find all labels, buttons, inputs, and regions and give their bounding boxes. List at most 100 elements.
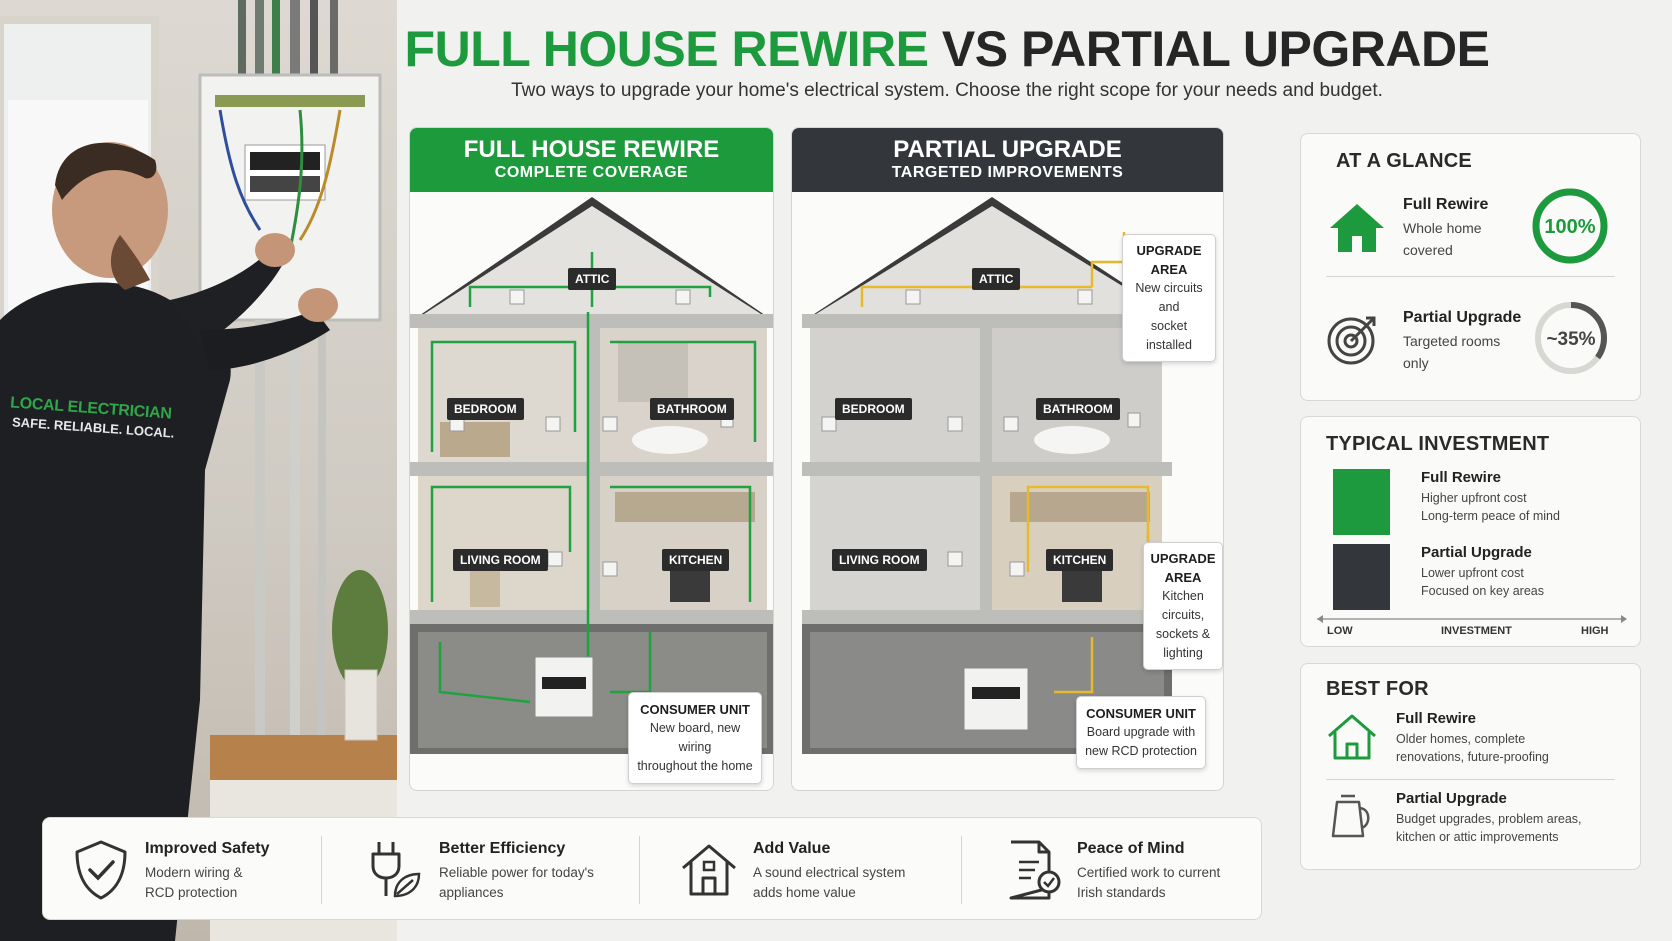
feature-separator [321, 836, 322, 904]
full-investment-swatch [1333, 469, 1390, 535]
full-rewire-panel-subtitle: COMPLETE COVERAGE [494, 164, 689, 181]
partial-coverage-percent: ~35% [1546, 329, 1595, 350]
upgrade2-title: UPGRADE AREA [1150, 551, 1216, 585]
certified-document-icon [1009, 840, 1061, 900]
part-room-bathroom-label: BATHROOM [1036, 398, 1120, 420]
invest-full-title: Full Rewire [1421, 469, 1502, 486]
invest-full-line1: Higher upfront cost [1421, 491, 1527, 505]
feature-separator [639, 836, 640, 904]
glance-part-line1: Targeted rooms [1403, 333, 1501, 349]
feature-improved-safety: Improved Safety Modern wiring &RCD prote… [71, 818, 341, 921]
best-part-line2: kitchen or attic improvements [1396, 830, 1559, 844]
best-part-line1: Budget upgrades, problem areas, [1396, 812, 1582, 826]
full-cu-callout-line1: New board, new wiring [649, 721, 741, 754]
best-for-card: BEST FOR Full Rewire Older homes, comple… [1300, 663, 1641, 870]
title-vs: VS [941, 21, 1008, 77]
upgrade2-line2: sockets & lighting [1155, 627, 1211, 660]
full-coverage-ring: 100% [1532, 188, 1608, 264]
glance-divider [1326, 276, 1615, 277]
full-room-kitchen-label: KITCHEN [662, 549, 730, 571]
title-partial-upgrade: PARTIAL UPGRADE [1020, 21, 1490, 77]
part-room-attic-label: ATTIC [972, 268, 1021, 290]
target-icon [1327, 316, 1376, 365]
plug-leaf-icon [371, 842, 421, 898]
part-cu-callout-line1: Board upgrade with [1086, 725, 1196, 739]
invest-part-title: Partial Upgrade [1421, 544, 1532, 561]
full-coverage-percent: 100% [1544, 216, 1595, 238]
house-icon [1330, 204, 1384, 252]
electrician-photo: LOCAL ELECTRICIAN SAFE. RELIABLE. LOCAL. [0, 0, 397, 941]
full-room-living-label: LIVING ROOM [453, 549, 548, 571]
partial-consumer-unit-callout: CONSUMER UNIT Board upgrade with new RCD… [1076, 696, 1206, 769]
axis-high-label: HIGH [1581, 625, 1609, 637]
investment-axis [1317, 615, 1627, 623]
axis-low-label: LOW [1327, 625, 1353, 637]
full-room-attic-label: ATTIC [568, 268, 617, 290]
full-cu-callout-line2: throughout the home [637, 759, 753, 773]
full-room-bedroom-label: BEDROOM [447, 398, 524, 420]
partial-coverage-ring: ~35% [1535, 302, 1607, 374]
partial-upgrade-header: PARTIAL UPGRADE TARGETED IMPROVEMENTS [792, 128, 1223, 192]
best-full-title: Full Rewire [1396, 710, 1477, 727]
feature-title: Improved Safety [145, 840, 270, 857]
full-consumer-unit-callout: CONSUMER UNIT New board, new wiring thro… [628, 692, 762, 784]
upgrade1-line1: New circuits and [1135, 281, 1203, 314]
part-cu-callout-title: CONSUMER UNIT [1086, 706, 1196, 721]
invest-part-line1: Lower upfront cost [1421, 566, 1524, 580]
glance-full-title: Full Rewire [1403, 196, 1489, 213]
full-rewire-header: FULL HOUSE REWIRE COMPLETE COVERAGE [410, 128, 773, 192]
at-a-glance-card: AT A GLANCE Full Rewire Whole home cover… [1300, 133, 1641, 401]
feature-title: Add Value [753, 840, 831, 857]
glance-title: AT A GLANCE [1336, 150, 1472, 172]
invest-part-line2: Focused on key areas [1421, 584, 1544, 598]
invest-title: TYPICAL INVESTMENT [1326, 433, 1550, 455]
benefits-bar: Improved Safety Modern wiring &RCD prote… [42, 817, 1262, 920]
upgrade1-title: UPGRADE AREA [1136, 243, 1202, 277]
invest-full-line2: Long-term peace of mind [1421, 509, 1560, 523]
glance-full-line2: covered [1403, 242, 1453, 258]
upgrade1-line2: socket installed [1146, 319, 1192, 352]
title-full-rewire: FULL HOUSE REWIRE [404, 21, 929, 77]
typical-investment-card: TYPICAL INVESTMENT Full Rewire Higher up… [1300, 416, 1641, 647]
feature-title: Better Efficiency [439, 840, 566, 857]
part-room-bedroom-label: BEDROOM [835, 398, 912, 420]
glance-part-line2: only [1403, 355, 1429, 371]
partial-investment-swatch [1333, 544, 1390, 610]
part-cu-callout-line2: new RCD protection [1085, 744, 1197, 758]
feature-title: Peace of Mind [1077, 840, 1185, 857]
feature-better-efficiency: Better Efficiency Reliable power for tod… [365, 818, 635, 921]
full-rewire-panel: FULL HOUSE REWIRE COMPLETE COVERAGE [409, 127, 774, 791]
partial-upgrade-panel-subtitle: TARGETED IMPROVEMENTS [891, 164, 1124, 181]
partial-upgrade-panel-title: PARTIAL UPGRADE [893, 136, 1122, 163]
feature-separator [961, 836, 962, 904]
full-rewire-panel-title: FULL HOUSE REWIRE [463, 136, 720, 163]
upgrade-area-kitchen-callout: UPGRADE AREA Kitchen circuits, sockets &… [1143, 542, 1223, 670]
full-cu-callout-title: CONSUMER UNIT [640, 702, 750, 717]
partial-upgrade-panel: PARTIAL UPGRADE TARGETED IMPROVEMENTS [791, 127, 1224, 791]
best-divider [1326, 779, 1615, 780]
page-subtitle: Two ways to upgrade your home's electric… [511, 80, 1383, 101]
upgrade2-line1: Kitchen circuits, [1161, 589, 1205, 622]
home-value-icon [682, 844, 736, 896]
best-full-line1: Older homes, complete [1396, 732, 1526, 746]
glance-full-line1: Whole home [1403, 220, 1482, 236]
best-part-title: Partial Upgrade [1396, 790, 1507, 807]
best-full-line2: renovations, future-proofing [1396, 750, 1549, 764]
kettle-icon [1331, 794, 1370, 838]
shield-check-icon [75, 840, 127, 900]
part-room-living-label: LIVING ROOM [832, 549, 927, 571]
feature-desc: Modern wiring &RCD protection [145, 865, 243, 900]
glance-part-title: Partial Upgrade [1403, 309, 1522, 326]
upgrade-area-attic-callout: UPGRADE AREA New circuits and socket ins… [1122, 234, 1216, 362]
house-outline-icon [1328, 714, 1376, 760]
axis-investment-label: INVESTMENT [1441, 625, 1512, 637]
full-room-bathroom-label: BATHROOM [650, 398, 734, 420]
part-room-kitchen-label: KITCHEN [1046, 549, 1114, 571]
page-title: FULL HOUSE REWIRE VS PARTIAL UPGRADE [397, 18, 1497, 80]
best-title: BEST FOR [1326, 678, 1429, 700]
